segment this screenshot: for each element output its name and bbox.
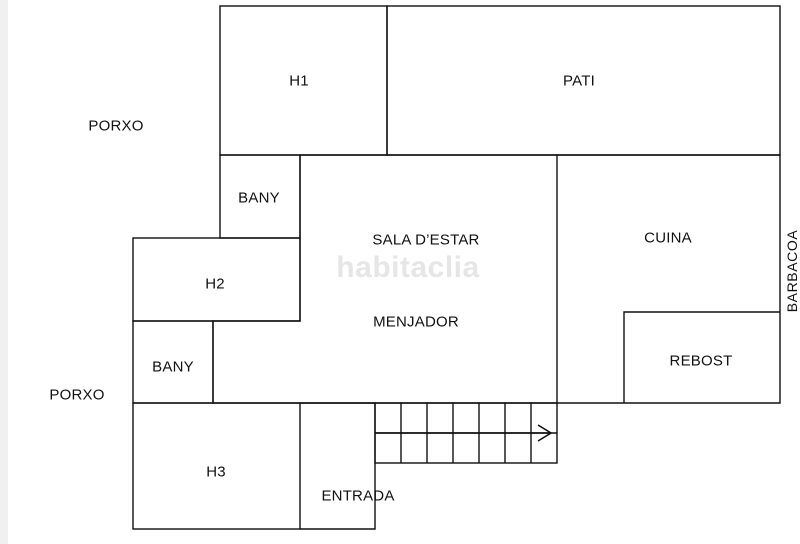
room-h2: [132, 237, 301, 322]
label-sala: SALA D’ESTAR: [372, 231, 480, 249]
label-rebost: REBOST: [669, 352, 733, 370]
room-entrada: [300, 402, 376, 530]
stairs-arrow-icon: [375, 424, 553, 442]
label-porxo-bottom: PORXO: [49, 386, 105, 404]
label-porxo-top: PORXO: [88, 117, 144, 135]
label-h3: H3: [206, 463, 226, 481]
label-cuina: CUINA: [644, 229, 692, 247]
label-bany-bottom: BANY: [152, 358, 194, 376]
watermark-logo: habitaclia: [336, 251, 480, 284]
label-menjador: MENJADOR: [373, 313, 459, 331]
label-entrada: ENTRADA: [321, 487, 395, 505]
label-bany-top: BANY: [238, 189, 280, 207]
room-h3: [132, 402, 301, 530]
room-rebost: [623, 311, 780, 403]
label-h2: H2: [205, 275, 225, 293]
room-cuina: [557, 154, 781, 404]
label-barbacoa: BARBACOA: [784, 229, 800, 313]
label-pati: PATI: [563, 72, 595, 90]
label-h1: H1: [289, 72, 309, 90]
floor-plan-walls: [132, 5, 781, 530]
